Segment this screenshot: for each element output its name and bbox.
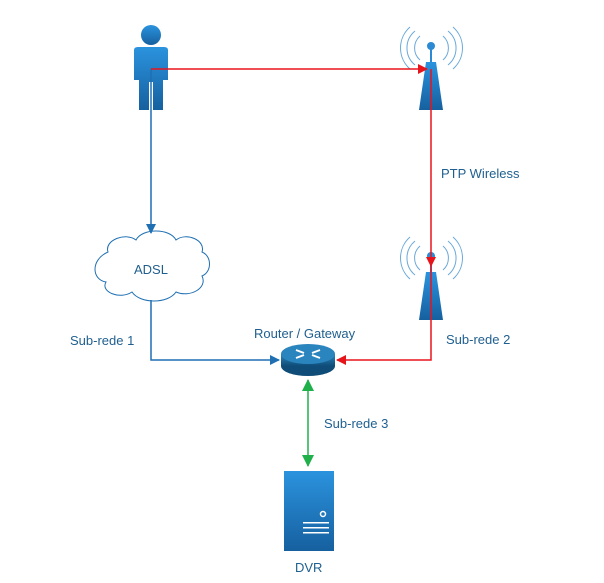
cloud-icon[interactable] (94, 230, 210, 302)
link-tower-to-router (336, 266, 432, 365)
server-icon[interactable] (284, 471, 334, 551)
subnet-2-label: Sub-rede 2 (446, 332, 511, 347)
link-adsl-to-router (150, 300, 280, 365)
ptp-wireless-label: PTP Wireless (441, 166, 520, 181)
subnet-1-label: Sub-rede 1 (70, 333, 135, 348)
subnet-3-label: Sub-rede 3 (324, 416, 389, 431)
router-label: Router / Gateway (254, 326, 356, 341)
router-icon[interactable] (281, 344, 335, 376)
adsl-label: ADSL (134, 262, 168, 277)
dvr-label: DVR (295, 560, 323, 575)
